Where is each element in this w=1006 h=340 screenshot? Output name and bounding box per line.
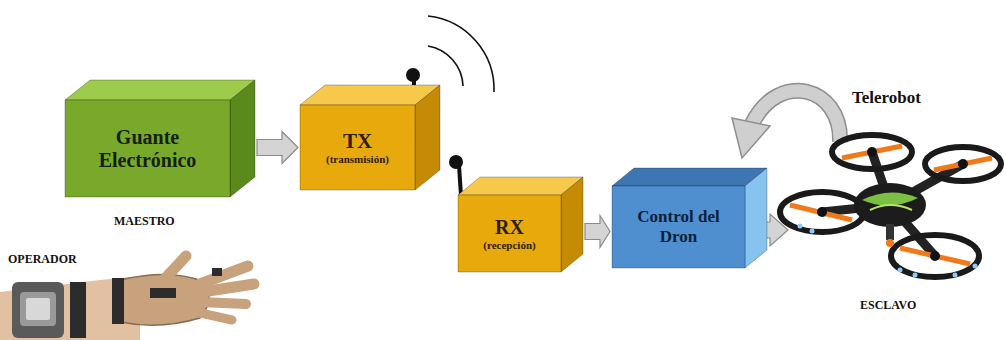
box-title: RX <box>495 216 524 239</box>
cube-box: Guante Electrónico <box>65 80 255 197</box>
antenna <box>459 165 461 196</box>
feedback-arrow <box>752 91 840 142</box>
glove-hand <box>0 256 254 340</box>
cube-box: Control del Dron <box>612 168 767 268</box>
block-arrow <box>585 216 610 248</box>
box-title: Guante Electrónico <box>71 126 224 172</box>
caption-label: OPERADOR <box>8 252 77 267</box>
caption-label: ESCLAVO <box>860 298 916 313</box>
box-title: TX <box>343 129 372 153</box>
cube-box: RX(recepción) <box>458 177 583 272</box>
drone <box>780 135 1001 278</box>
feedback-arrow <box>752 91 840 142</box>
block-arrow <box>257 132 298 164</box>
radio-wave <box>428 46 463 86</box>
box-face: Guante Electrónico <box>65 100 230 197</box>
box-face: Control del Dron <box>612 186 745 268</box>
box-face: TX(transmisión) <box>300 105 415 190</box>
box-subtitle: (transmisión) <box>326 153 389 166</box>
box-title: Control del Dron <box>618 207 739 246</box>
feedback-arrow <box>732 118 770 158</box>
antenna <box>406 68 420 82</box>
antenna <box>449 155 463 169</box>
radio-wave <box>428 16 494 92</box>
cube-box: TX(transmisión) <box>300 85 440 190</box>
box-subtitle: (recepción) <box>483 239 535 252</box>
caption-label: MAESTRO <box>114 214 175 229</box>
box-face: RX(recepción) <box>458 195 561 272</box>
caption-label: Telerobot <box>852 88 921 108</box>
